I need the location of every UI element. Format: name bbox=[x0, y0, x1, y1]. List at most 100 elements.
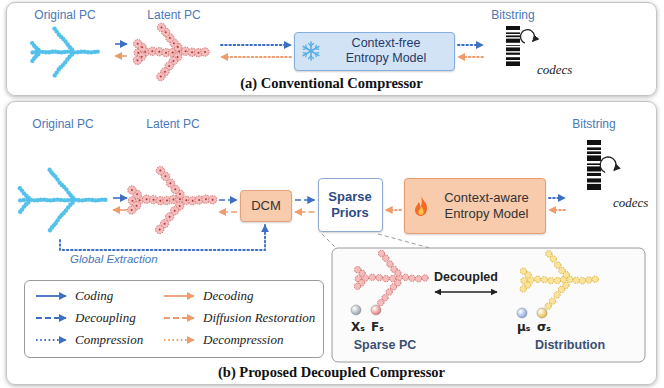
legend-text: Decompression bbox=[203, 332, 283, 348]
symbol-label: μₛ bbox=[517, 320, 530, 334]
spoke bbox=[303, 47, 319, 56]
process-box: Context-aware Entropy Model bbox=[404, 178, 546, 234]
spoke bbox=[303, 47, 319, 56]
point-cloud bbox=[354, 250, 428, 306]
panel-caption: (a) Conventional Compressor bbox=[240, 75, 423, 92]
point-core bbox=[160, 76, 162, 78]
point bbox=[155, 225, 163, 233]
point-core bbox=[169, 37, 171, 39]
sample-line bbox=[164, 339, 194, 341]
point bbox=[409, 275, 415, 281]
legend-entry: Decoding bbox=[163, 288, 254, 304]
node-heading: Original PC bbox=[32, 117, 93, 131]
point bbox=[548, 277, 554, 283]
zoom-line bbox=[322, 234, 336, 248]
trainable-icon bbox=[411, 195, 431, 217]
point-core bbox=[165, 31, 167, 33]
box-label: Context-free Entropy Model bbox=[336, 36, 436, 66]
point bbox=[554, 277, 560, 283]
point-core bbox=[141, 56, 143, 58]
point bbox=[520, 286, 526, 292]
panel: Original PC Latent PC Context-free Entropy… bbox=[6, 2, 657, 96]
point bbox=[541, 276, 547, 282]
connector bbox=[458, 44, 483, 46]
connector bbox=[60, 225, 265, 250]
point-cloud bbox=[520, 251, 598, 310]
point bbox=[18, 186, 22, 190]
point-cloud-node: Original PC bbox=[18, 6, 112, 80]
symbol-label: Fₛ bbox=[371, 320, 384, 334]
point-core bbox=[198, 199, 200, 201]
bar-gap bbox=[587, 176, 601, 178]
point-core bbox=[168, 65, 170, 67]
point bbox=[559, 267, 565, 273]
point-core bbox=[131, 189, 133, 191]
legend-sample bbox=[163, 334, 197, 346]
point-core bbox=[177, 56, 179, 58]
connector bbox=[219, 211, 237, 213]
point-cloud bbox=[133, 23, 209, 81]
connector bbox=[115, 43, 127, 45]
point-cloud-node: Latent PC bbox=[130, 6, 218, 82]
point-core bbox=[212, 199, 214, 201]
panel-caption: (b) Proposed Decoupled Compressor bbox=[218, 364, 445, 381]
codec-note: codecs bbox=[613, 195, 648, 211]
bar-gap bbox=[506, 51, 520, 52]
point-core bbox=[179, 193, 181, 195]
snow-spoke bbox=[302, 44, 320, 57]
bitstring-icon bbox=[506, 26, 520, 66]
connector bbox=[386, 209, 402, 211]
legend-text: Diffusion Restoration bbox=[203, 310, 315, 326]
point bbox=[201, 48, 209, 56]
point bbox=[378, 299, 384, 305]
point-core bbox=[185, 199, 187, 201]
point bbox=[592, 276, 598, 282]
legend-sample bbox=[163, 290, 197, 302]
branch bbox=[303, 45, 318, 57]
point-core bbox=[158, 51, 160, 53]
point-core bbox=[146, 198, 148, 200]
point bbox=[534, 276, 540, 282]
point-core bbox=[191, 51, 193, 53]
flame-core bbox=[419, 206, 424, 215]
feature-sphere bbox=[371, 305, 381, 315]
point bbox=[415, 276, 421, 282]
point bbox=[520, 268, 526, 274]
point bbox=[52, 26, 56, 30]
sample-line bbox=[36, 295, 66, 297]
point-core bbox=[151, 50, 153, 52]
connector bbox=[113, 209, 127, 211]
point-core bbox=[159, 170, 161, 172]
node-heading: Original PC bbox=[34, 8, 95, 22]
point bbox=[53, 73, 57, 77]
bar-gap bbox=[587, 183, 601, 184]
point bbox=[422, 275, 428, 281]
snow-spoke bbox=[302, 44, 320, 57]
bar-gap bbox=[506, 55, 520, 57]
point-core bbox=[166, 200, 168, 202]
bar-block bbox=[506, 26, 520, 66]
point bbox=[18, 210, 22, 214]
point-core bbox=[136, 59, 138, 61]
point bbox=[96, 49, 100, 53]
bar-gap bbox=[506, 43, 520, 45]
legend-entry: Coding bbox=[35, 288, 113, 304]
point-core bbox=[144, 51, 146, 53]
symbol-label: σₛ bbox=[537, 320, 551, 334]
point-core bbox=[173, 42, 175, 44]
feature-sphere bbox=[517, 308, 527, 318]
frozen-icon bbox=[301, 40, 321, 62]
process-box: DCM bbox=[240, 190, 292, 222]
point bbox=[555, 262, 561, 268]
sample-line bbox=[36, 317, 66, 319]
node-heading: Bitstring bbox=[491, 8, 534, 22]
point-core bbox=[164, 175, 166, 177]
legend-box: CodingDecodingDecouplingDiffusion Restor… bbox=[24, 280, 324, 358]
point-cloud-node: Bitstring bbox=[486, 6, 540, 80]
point-core bbox=[192, 200, 194, 202]
point-core bbox=[136, 205, 138, 207]
point-cloud-node: Original PC bbox=[16, 115, 110, 238]
bitstring-icon bbox=[587, 140, 601, 190]
point-core bbox=[159, 228, 161, 230]
point-core bbox=[137, 52, 139, 54]
